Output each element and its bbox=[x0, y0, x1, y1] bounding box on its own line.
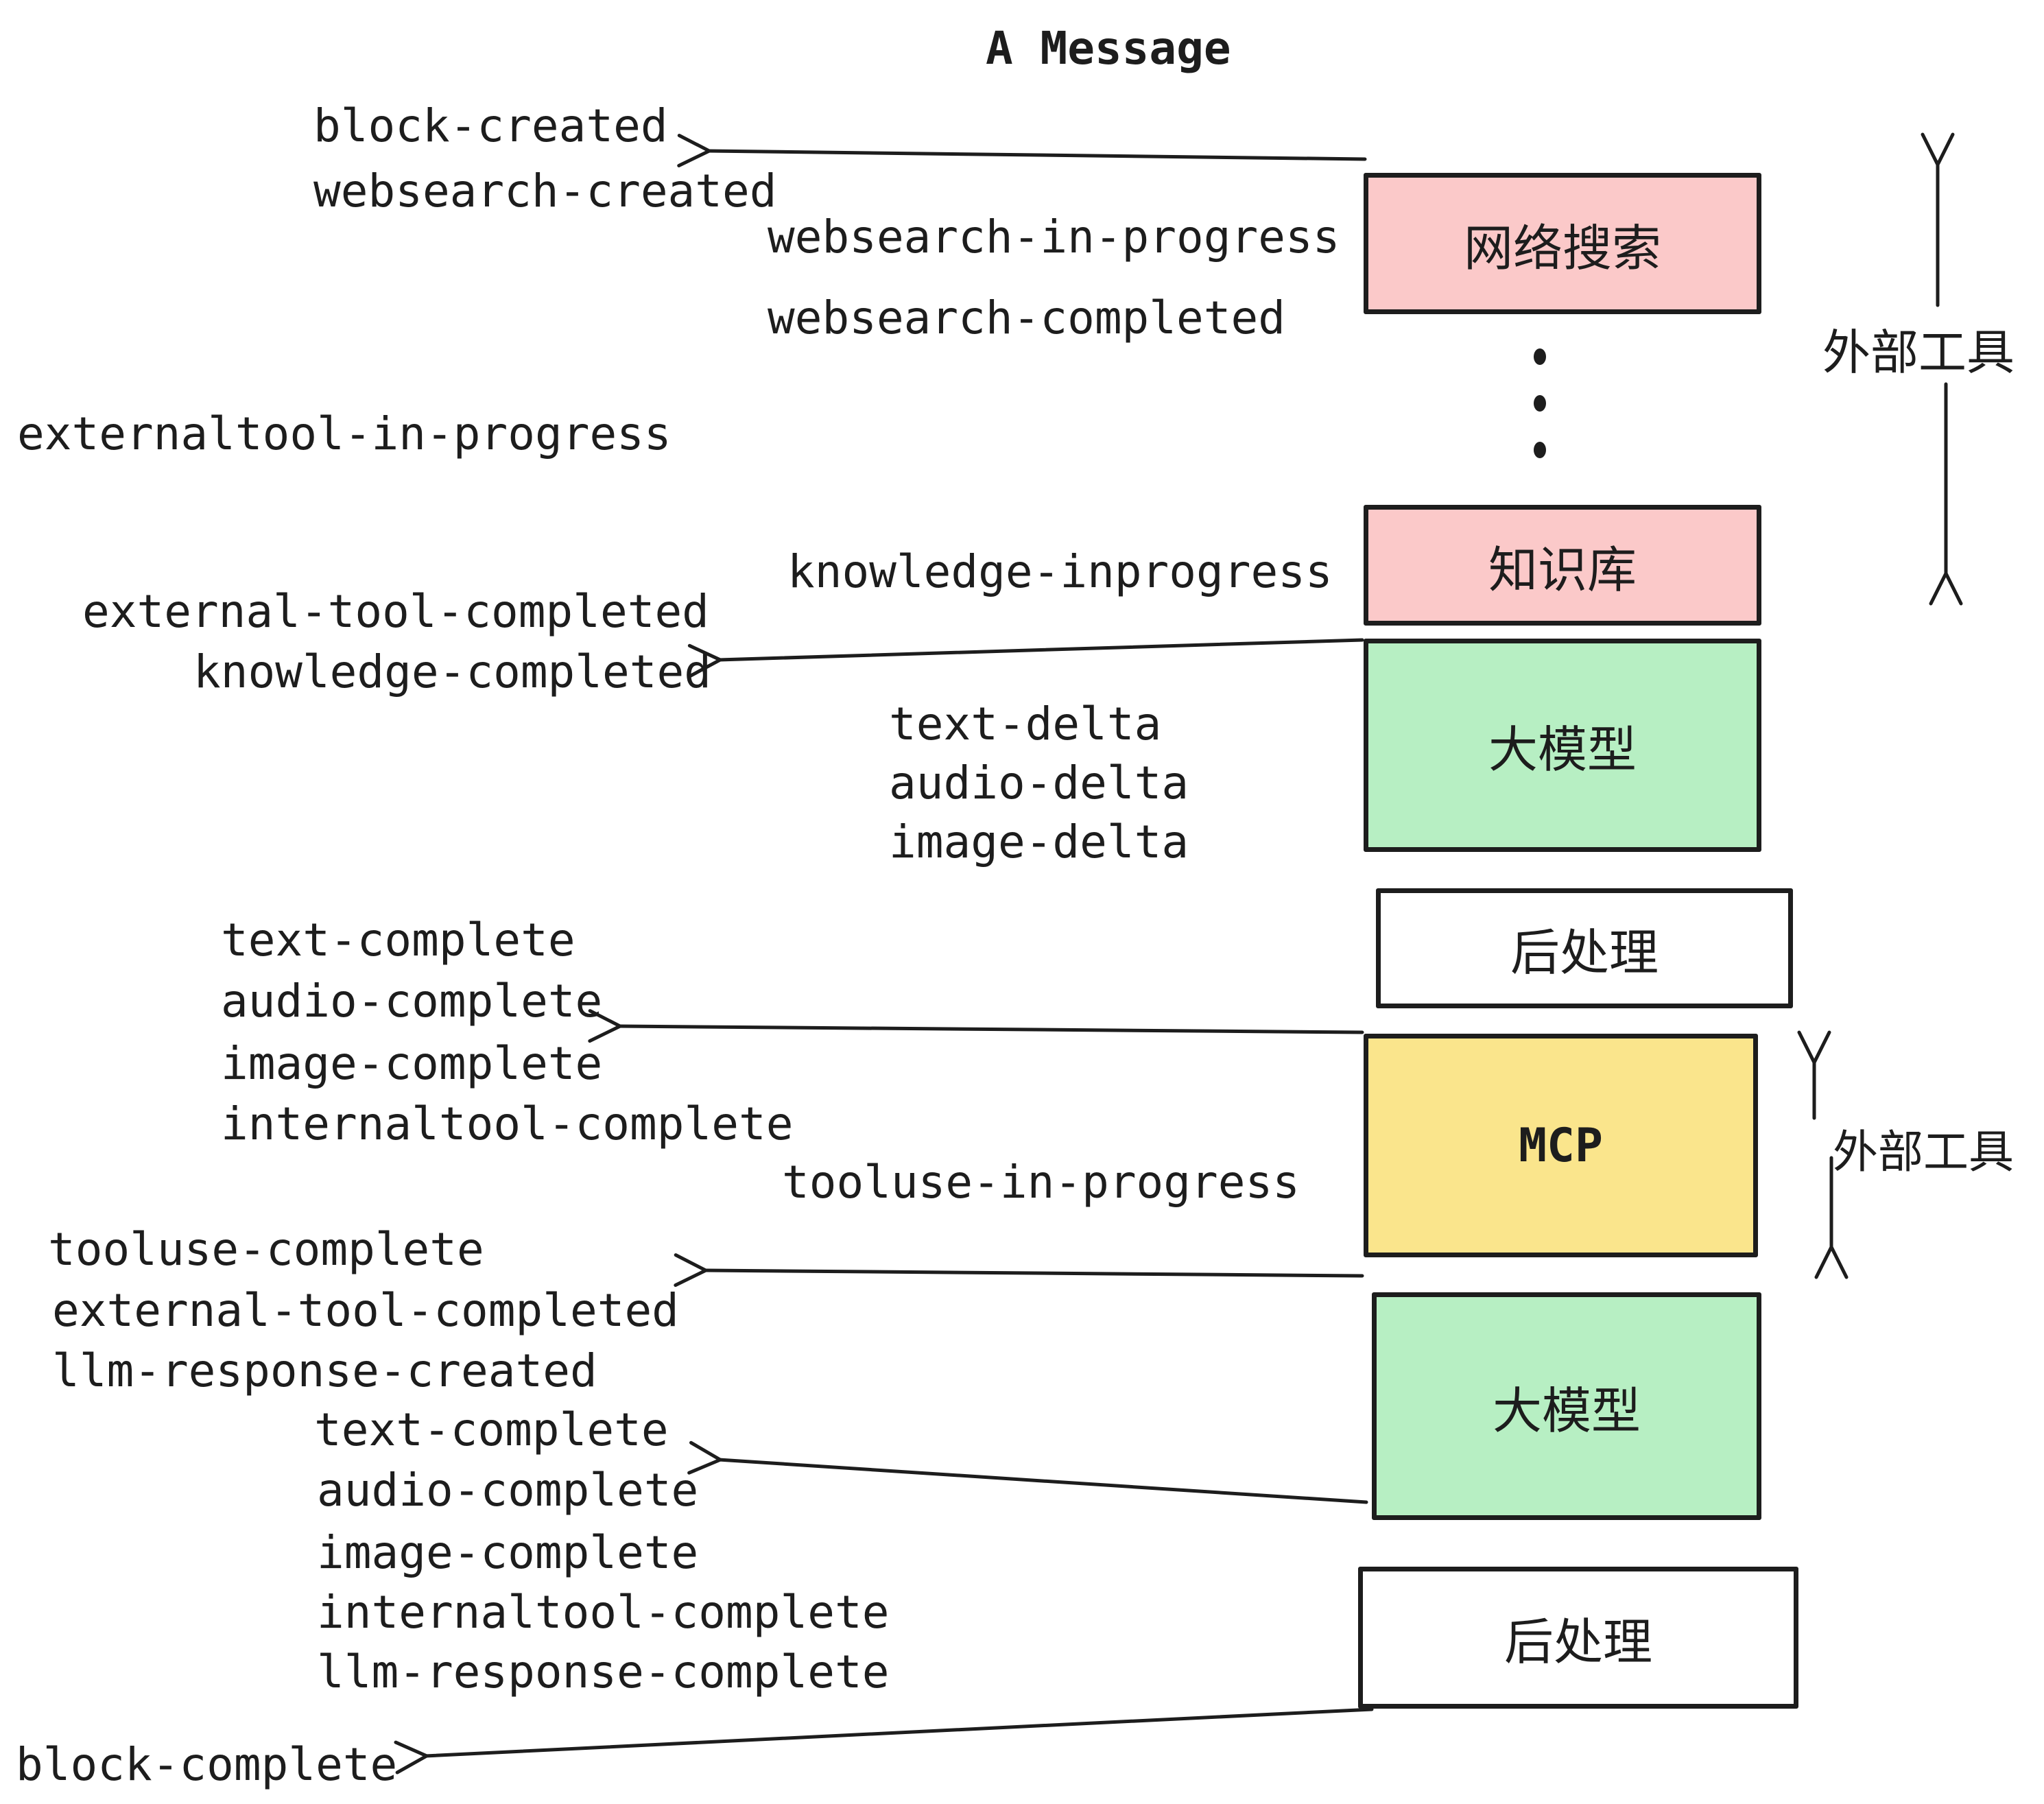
box-llm-2-label: 大模型 bbox=[1492, 1381, 1641, 1440]
ellipsis-dot-2 bbox=[1534, 395, 1546, 412]
box-mcp: MCP bbox=[1364, 1034, 1758, 1257]
event-label-image-complete: image-complete bbox=[221, 1037, 603, 1090]
event-label-image-delta: image-delta bbox=[889, 816, 1189, 868]
event-label-image-complete-2: image-complete bbox=[317, 1526, 699, 1579]
event-label-internaltool-complete-2: internaltool-complete bbox=[317, 1586, 890, 1639]
event-label-llm-response-complete: llm-response-complete bbox=[317, 1646, 890, 1698]
event-label-audio-delta: audio-delta bbox=[889, 757, 1189, 809]
event-label-knowledge-completed: knowledge-completed bbox=[193, 645, 711, 698]
ellipsis-dot-1 bbox=[1534, 348, 1546, 365]
event-label-internaltool-complete: internaltool-complete bbox=[221, 1097, 794, 1150]
box-postprocess-2-label: 后处理 bbox=[1504, 1613, 1652, 1671]
box-postprocess-1-label: 后处理 bbox=[1510, 924, 1659, 982]
event-label-block-created: block-created bbox=[313, 99, 668, 152]
box-knowledge-base: 知识库 bbox=[1364, 505, 1761, 626]
event-label-text-delta: text-delta bbox=[889, 698, 1162, 750]
event-label-tooluse-complete: tooluse-complete bbox=[48, 1223, 484, 1276]
box-llm-1: 大模型 bbox=[1364, 639, 1761, 852]
page-title: A Message bbox=[986, 22, 1231, 75]
box-llm-1-label: 大模型 bbox=[1488, 721, 1637, 779]
event-label-audio-complete: audio-complete bbox=[221, 975, 603, 1028]
box-mcp-label: MCP bbox=[1519, 1118, 1603, 1173]
arrow-to-block-complete bbox=[394, 1707, 1374, 1775]
arrow-to-block-created bbox=[677, 133, 1367, 167]
box-postprocess-1: 后处理 bbox=[1376, 888, 1793, 1008]
event-label-llm-response-created: llm-response-created bbox=[52, 1344, 597, 1397]
event-label-block-complete: block-complete bbox=[16, 1738, 398, 1791]
arrow-to-knowledge-completed bbox=[687, 638, 1364, 678]
event-label-text-complete-2: text-complete bbox=[314, 1403, 669, 1456]
box-websearch-label: 网络搜索 bbox=[1463, 219, 1661, 277]
event-label-knowledge-inprogress: knowledge-inprogress bbox=[787, 545, 1333, 598]
arrow-to-audio-complete-2 bbox=[687, 1440, 1368, 1504]
event-label-external-tool-completed: external-tool-completed bbox=[82, 585, 709, 638]
event-label-websearch-completed: websearch-completed bbox=[768, 292, 1285, 344]
external-tools-top-label: 外部工具 bbox=[1822, 324, 2015, 381]
event-label-tooluse-in-progress: tooluse-in-progress bbox=[782, 1156, 1300, 1209]
arrow-to-image-complete bbox=[588, 1009, 1364, 1043]
event-label-text-complete: text-complete bbox=[221, 914, 575, 966]
event-label-websearch-created: websearch-created bbox=[313, 165, 777, 217]
event-label-audio-complete-2: audio-complete bbox=[317, 1464, 699, 1517]
box-postprocess-2: 后处理 bbox=[1358, 1567, 1798, 1709]
box-knowledge-base-label: 知识库 bbox=[1488, 541, 1637, 599]
event-label-websearch-in-progress: websearch-in-progress bbox=[768, 211, 1340, 263]
event-label-externaltool-in-progress: externaltool-in-progress bbox=[17, 407, 672, 460]
box-websearch: 网络搜索 bbox=[1364, 173, 1761, 314]
box-llm-2: 大模型 bbox=[1372, 1292, 1761, 1520]
ellipsis-dot-3 bbox=[1534, 442, 1546, 458]
event-label-external-tool-completed-2: external-tool-completed bbox=[52, 1284, 679, 1337]
external-tools-mcp-label: 外部工具 bbox=[1833, 1126, 2014, 1178]
arrow-to-tooluse-complete bbox=[674, 1253, 1364, 1287]
